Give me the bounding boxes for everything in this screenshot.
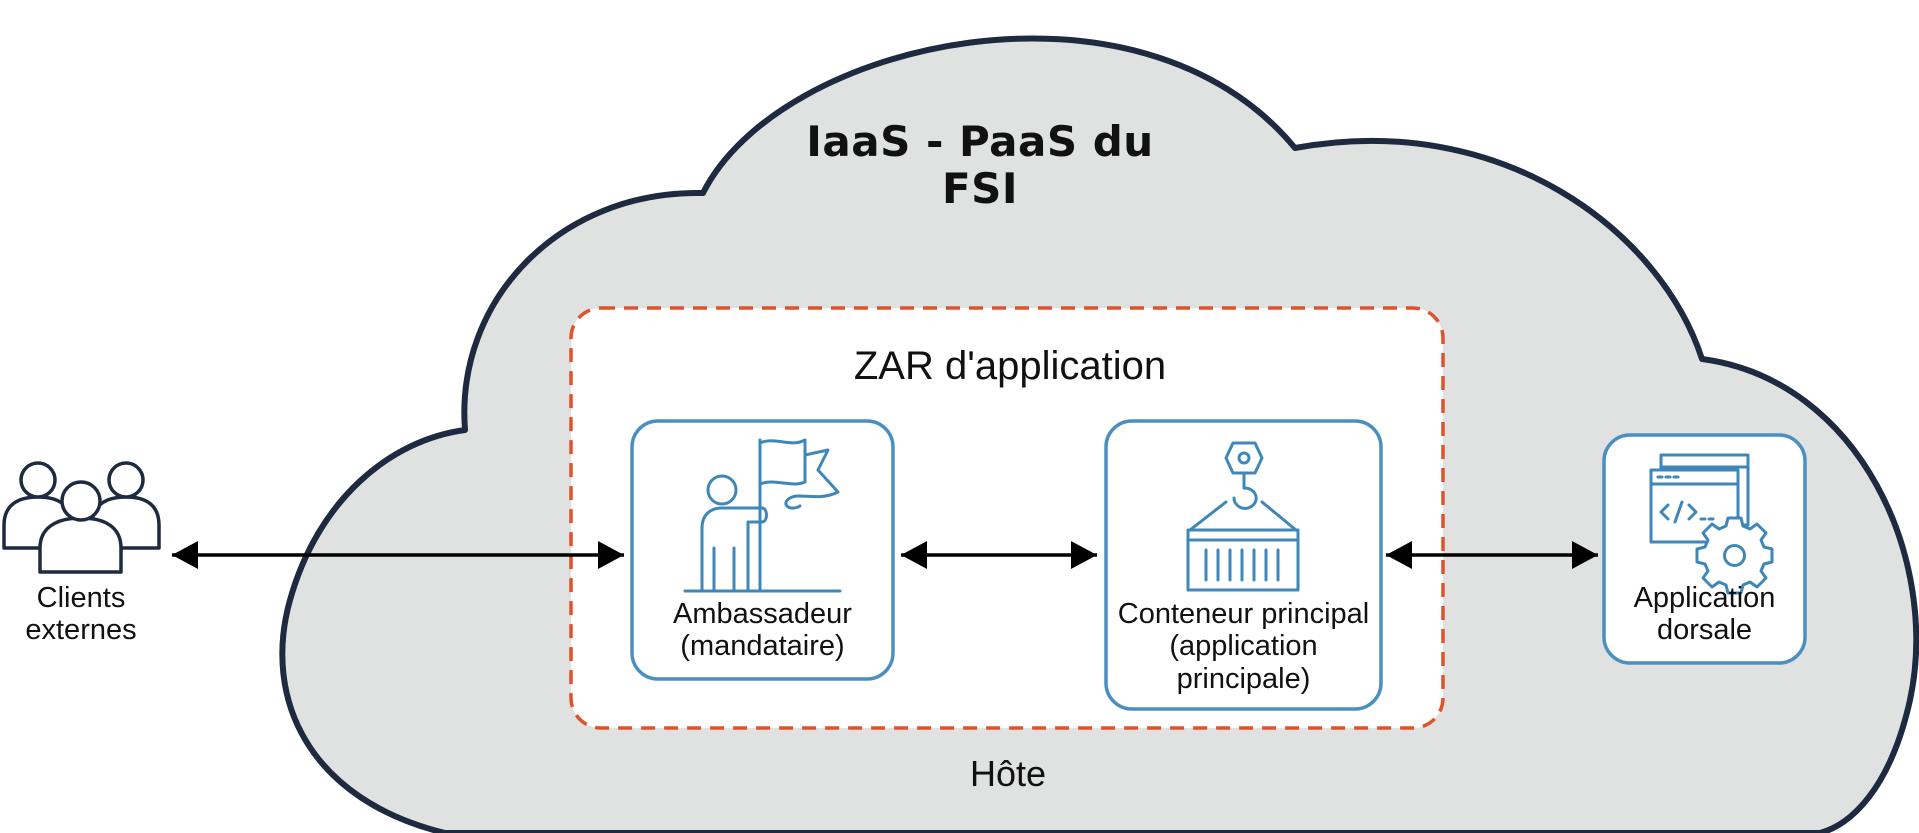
zone-title: ZAR d'application (853, 344, 1167, 388)
connection-arrows (172, 541, 1598, 569)
clients-label: Clients externes (0, 582, 162, 647)
person-flag-icon (683, 438, 842, 593)
host-label: Hôte (969, 753, 1047, 794)
main-container-label: Conteneur principal (application princip… (1106, 598, 1381, 695)
backend-label-line1: Application (1633, 582, 1776, 614)
clients-label-line2: externes (25, 614, 137, 647)
ambassador-box (630, 419, 895, 681)
crane-container-icon (1186, 441, 1300, 592)
backend-label-line2: dorsale (1656, 614, 1753, 647)
users-group-icon (2, 461, 161, 574)
main-container-label-line2: (application (1169, 630, 1318, 663)
clients-label-line1: Clients (36, 582, 126, 614)
ambassador-label: Ambassadeur (mandataire) (636, 598, 889, 663)
main-container-label-line3: principale) (1176, 662, 1311, 695)
ambassador-label-line2: (mandataire) (680, 630, 845, 663)
ambassador-label-line1: Ambassadeur (673, 598, 852, 630)
cloud-title: IaaS - PaaS du FSI (806, 117, 1154, 214)
main-container-label-line1: Conteneur principal (1117, 598, 1370, 630)
arrow-ambassador-container (901, 541, 1097, 569)
arrow-clients-ambassador (172, 541, 624, 569)
arrow-container-backend (1386, 541, 1598, 569)
backend-label: Application dorsale (1604, 582, 1805, 647)
code-window-gear-icon (1649, 453, 1774, 595)
